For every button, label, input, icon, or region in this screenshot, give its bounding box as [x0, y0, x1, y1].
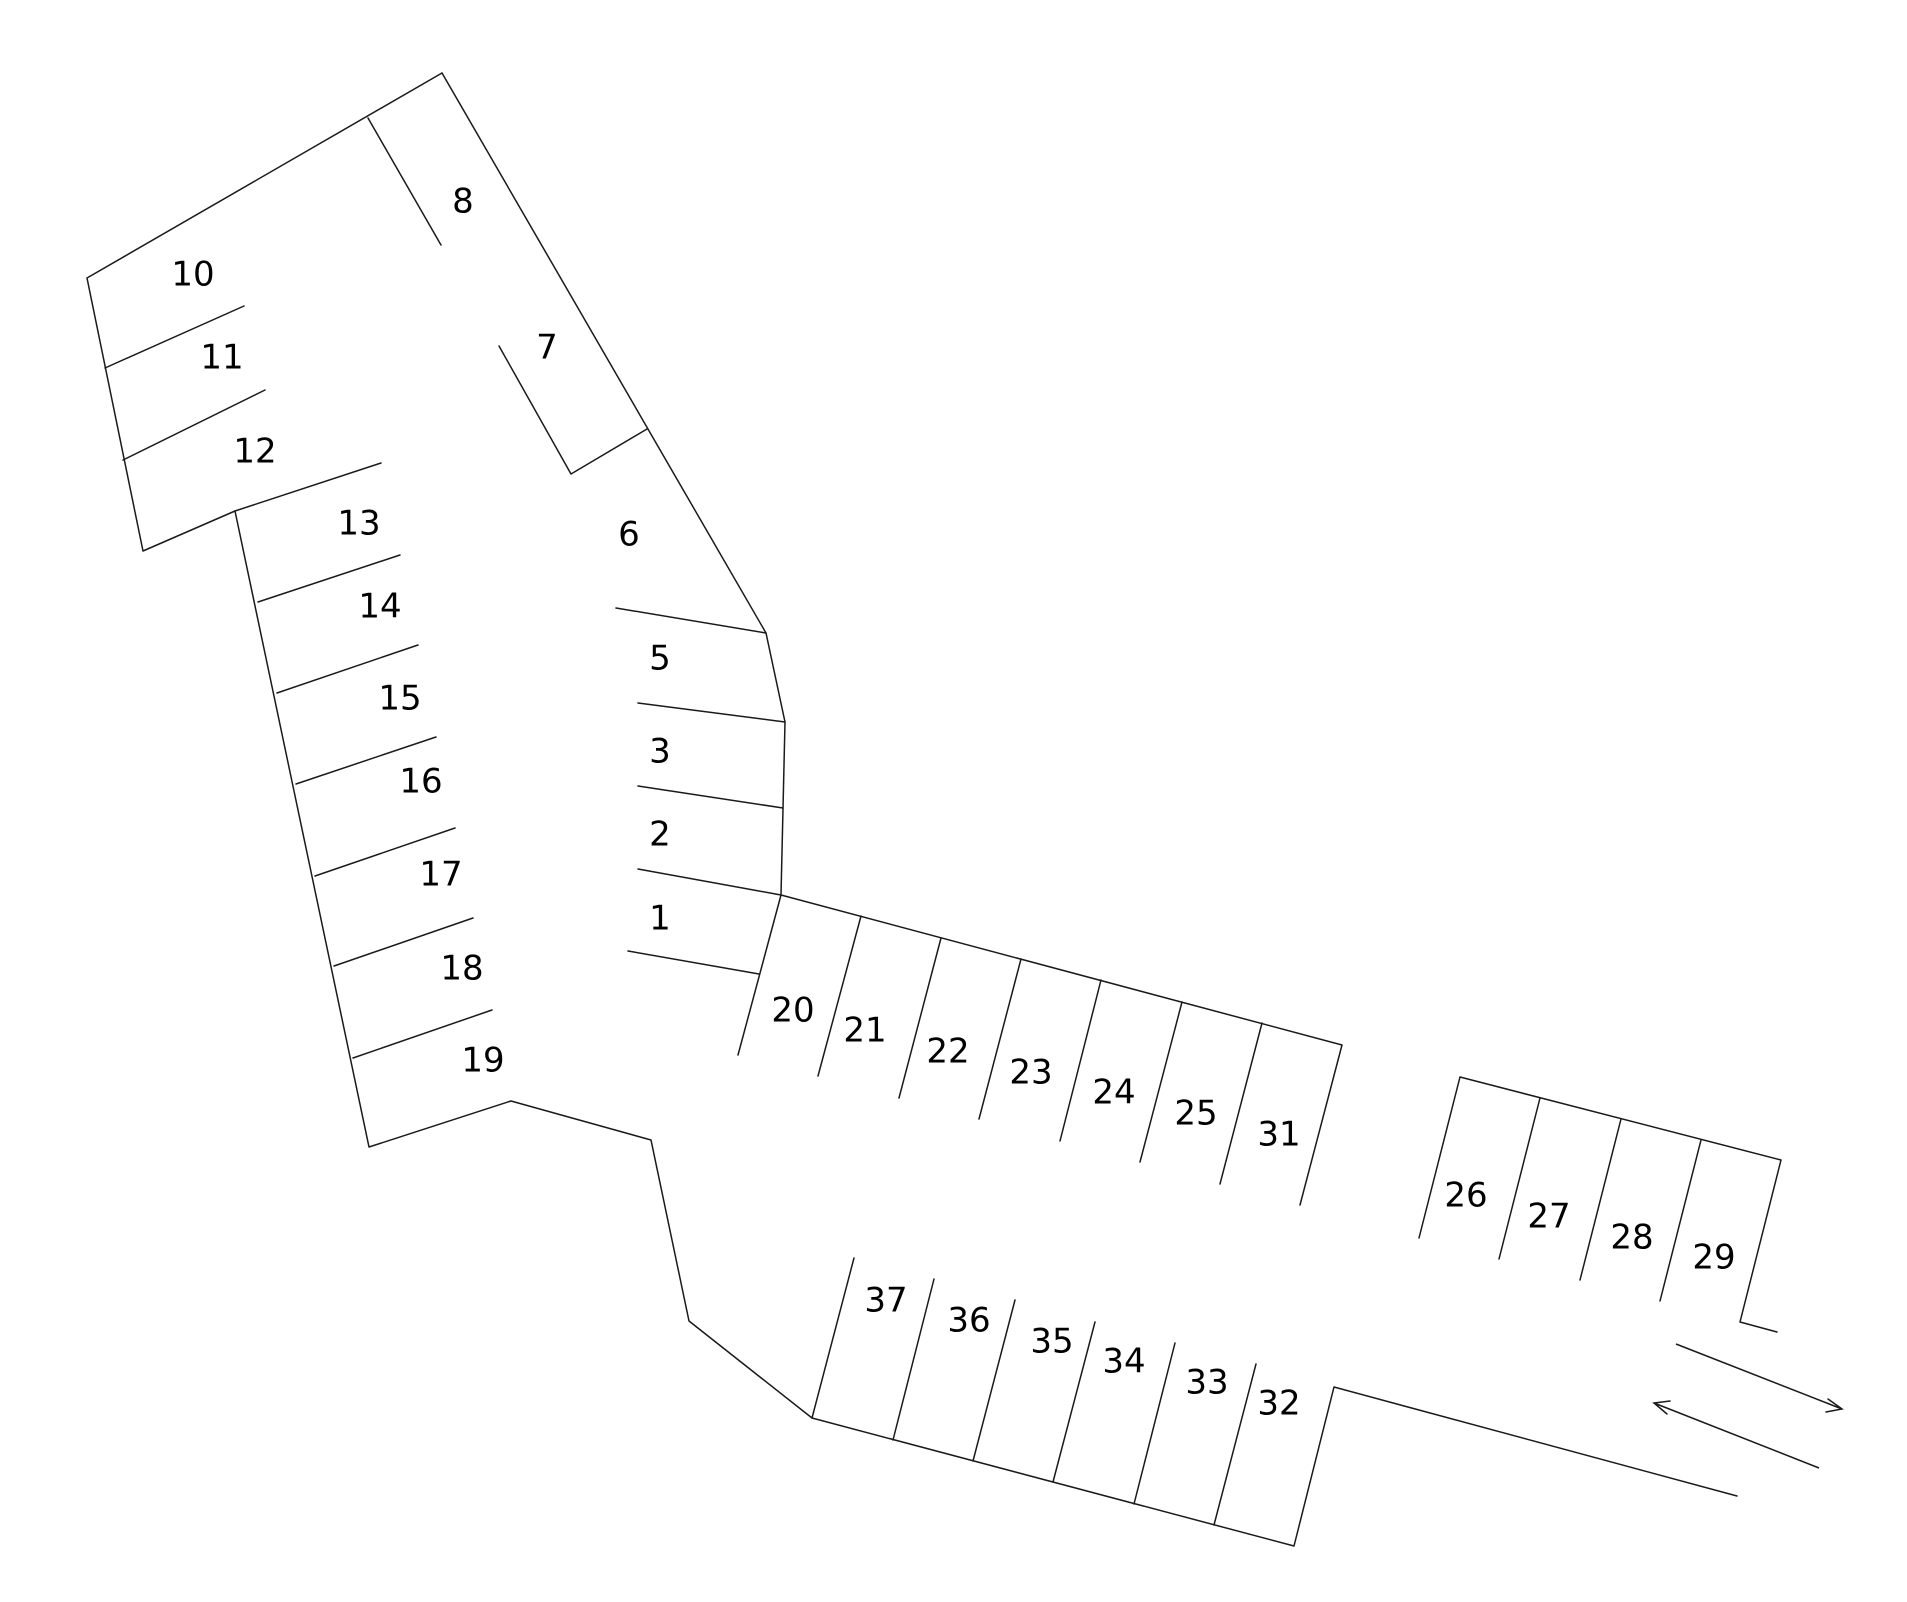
space-label-32: 32 — [1257, 1384, 1300, 1424]
divider-21-22 — [898, 937, 942, 1099]
space-label-15: 15 — [378, 679, 421, 719]
space-label-14: 14 — [358, 587, 401, 627]
space-label-28: 28 — [1610, 1218, 1653, 1258]
space-label-20: 20 — [771, 991, 814, 1031]
divider-36-35 — [972, 1299, 1016, 1462]
divider-23-24 — [1059, 979, 1102, 1142]
arrow-right-icon — [1675, 1343, 1844, 1413]
divider-1-bottom — [627, 950, 760, 975]
divider-20-21 — [817, 915, 862, 1077]
space-label-31: 31 — [1257, 1115, 1300, 1155]
divider-15-16 — [295, 736, 437, 785]
space-label-11: 11 — [200, 338, 243, 378]
space-label-26: 26 — [1444, 1176, 1487, 1216]
space-label-24: 24 — [1092, 1073, 1135, 1113]
space-label-5: 5 — [649, 639, 671, 679]
divider-22-23 — [978, 958, 1022, 1120]
divider-27-28 — [1579, 1118, 1622, 1281]
space-label-16: 16 — [399, 762, 442, 802]
divider-1-2 — [637, 868, 782, 896]
space-label-25: 25 — [1174, 1094, 1217, 1134]
divider-11-12 — [122, 389, 266, 461]
divider-35-34 — [1052, 1321, 1096, 1483]
space-label-23: 23 — [1009, 1053, 1052, 1093]
space-label-35: 35 — [1030, 1322, 1073, 1362]
divider-10-11 — [104, 305, 245, 369]
divider-16-17 — [314, 827, 456, 877]
divider-37-36 — [892, 1278, 935, 1441]
space-label-19: 19 — [461, 1041, 504, 1081]
space-label-12: 12 — [233, 432, 276, 472]
space-label-3: 3 — [649, 732, 671, 772]
divider-34-33 — [1133, 1342, 1176, 1505]
space-label-18: 18 — [440, 949, 483, 989]
divider-37-left — [811, 1257, 855, 1419]
space-label-8: 8 — [452, 182, 474, 222]
divider-2-3 — [637, 785, 784, 809]
space-label-27: 27 — [1527, 1197, 1570, 1237]
block-26-29-outline — [1418, 1076, 1782, 1333]
divider-33-32 — [1213, 1363, 1257, 1526]
space-label-29: 29 — [1692, 1238, 1735, 1278]
space-label-2: 2 — [649, 815, 671, 855]
divider-13-14 — [257, 554, 401, 603]
stall-7-boundary — [498, 345, 648, 475]
divider-17-18 — [333, 917, 474, 967]
lot-outline — [86, 72, 1738, 1547]
divider-3-5 — [637, 702, 786, 723]
space-label-21: 21 — [843, 1011, 886, 1051]
space-label-10: 10 — [171, 255, 214, 295]
space-label-37: 37 — [864, 1281, 907, 1321]
space-label-36: 36 — [947, 1301, 990, 1341]
divider-12-13 — [234, 462, 382, 512]
space-label-13: 13 — [337, 504, 380, 544]
space-label-7: 7 — [536, 328, 558, 368]
arrow-left-icon — [1652, 1400, 1820, 1469]
divider-24-25 — [1139, 1001, 1183, 1163]
divider-5-6 — [615, 607, 767, 634]
divider-14-15 — [276, 644, 419, 694]
space-label-34: 34 — [1102, 1342, 1145, 1382]
divider-25-31 — [1219, 1022, 1263, 1185]
space-label-1: 1 — [649, 899, 671, 939]
divider-8 — [367, 117, 442, 246]
divider-28-29 — [1659, 1139, 1702, 1302]
space-label-6: 6 — [618, 515, 640, 555]
space-label-33: 33 — [1185, 1363, 1228, 1403]
space-label-22: 22 — [926, 1032, 969, 1072]
divider-18-19 — [352, 1009, 493, 1059]
lot-inner-edge-west — [441, 72, 1343, 1206]
divider-20-left — [737, 894, 782, 1056]
space-label-17: 17 — [419, 855, 462, 895]
divider-26-27 — [1498, 1097, 1541, 1260]
